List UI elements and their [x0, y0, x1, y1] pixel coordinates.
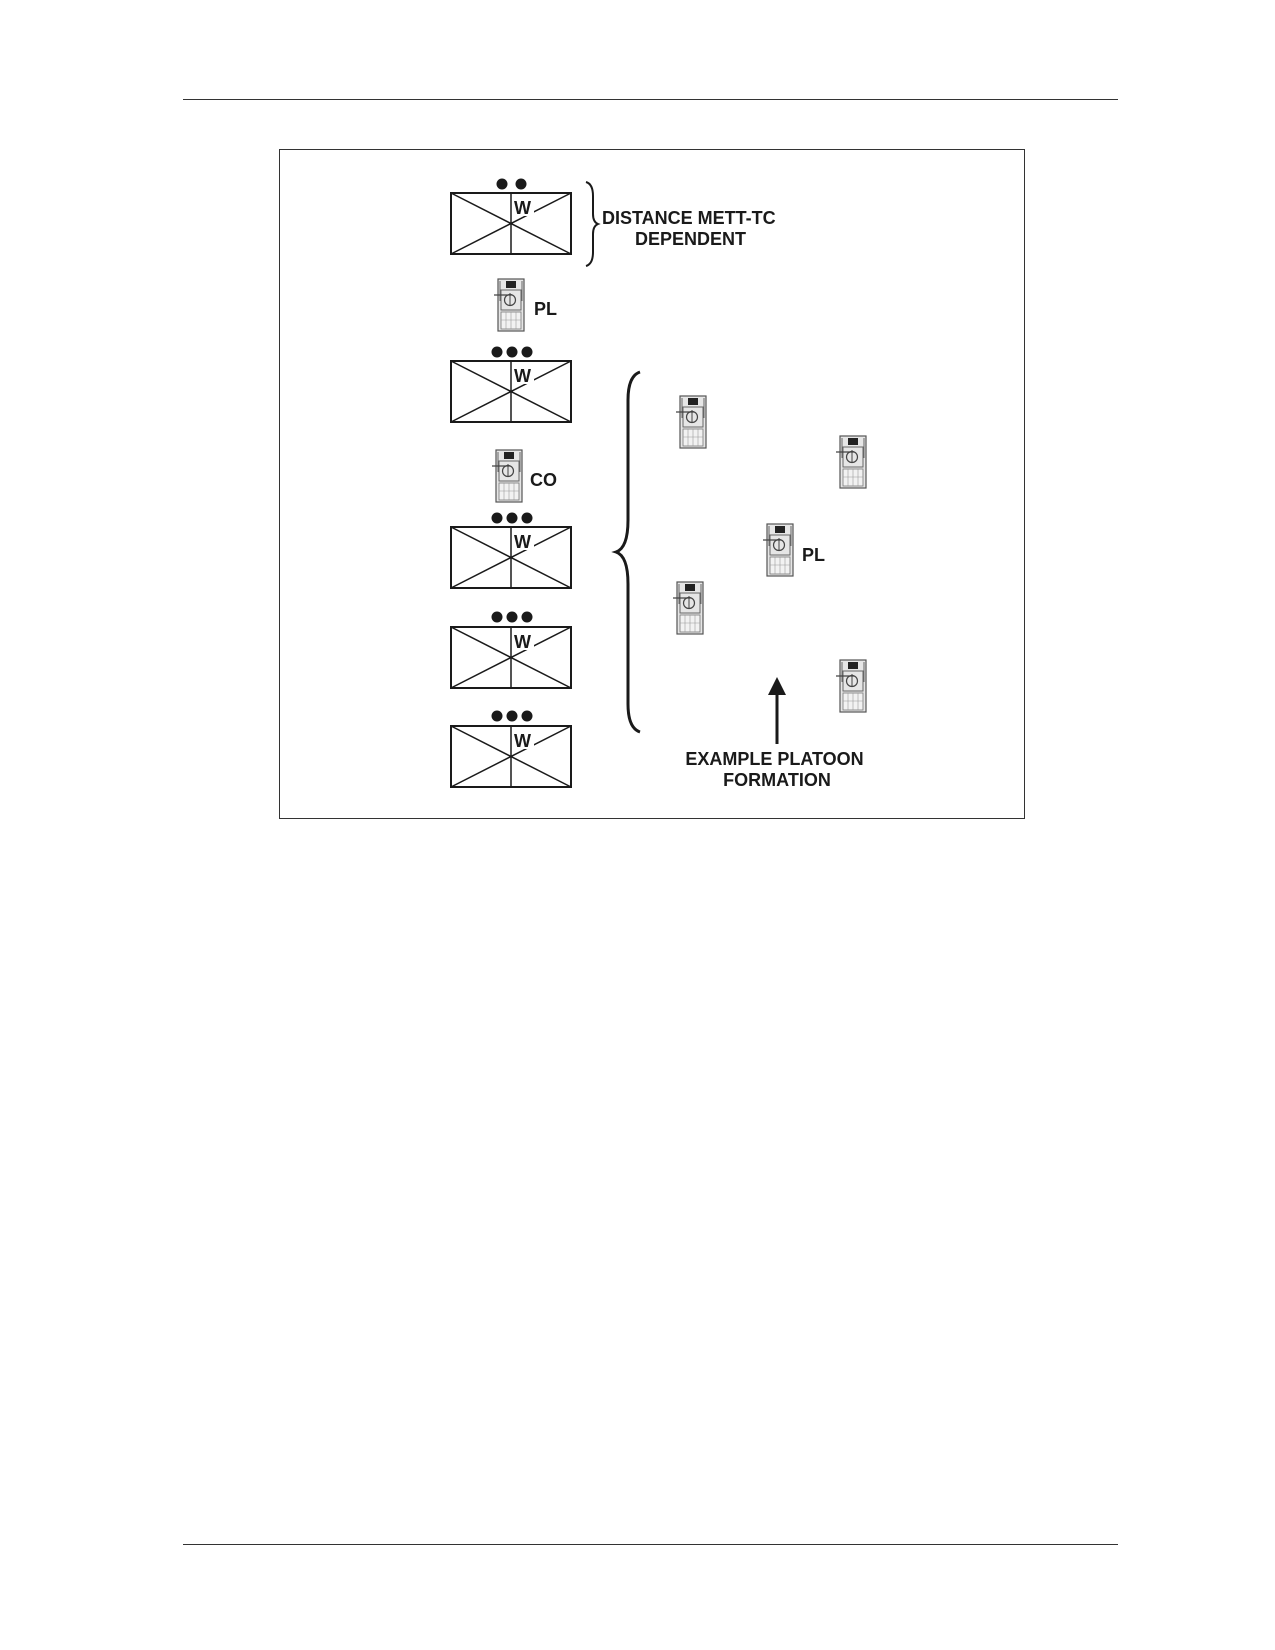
- armored-vehicle-icon: [672, 581, 704, 635]
- bottom-rule: [183, 1544, 1118, 1545]
- armored-vehicle-icon: [835, 435, 867, 489]
- unit-letter: W: [514, 532, 531, 552]
- unit-letter: W: [514, 198, 531, 218]
- armored-vehicle-icon: [491, 449, 523, 503]
- co-label: CO: [530, 470, 557, 490]
- distance-note: DISTANCE METT-TC DEPENDENT: [602, 208, 781, 249]
- unit-letter: W: [514, 366, 531, 386]
- size-indicator-dots: [496, 178, 527, 190]
- armored-vehicle-icon: [493, 278, 525, 332]
- size-indicator-dots: [491, 710, 533, 722]
- formation-caption: EXAMPLE PLATOON FORMATION: [685, 749, 868, 790]
- formation-brace: [611, 370, 641, 734]
- armored-vehicle-icon: [762, 523, 794, 577]
- unit-symbol: W: [450, 346, 572, 423]
- distance-brace: [585, 181, 601, 267]
- armored-vehicle-icon: [675, 395, 707, 449]
- size-indicator-dots: [491, 611, 533, 623]
- unit-symbol: W: [450, 512, 572, 589]
- unit-symbol: W: [450, 178, 572, 255]
- direction-arrow-icon: [768, 677, 786, 744]
- top-rule: [183, 99, 1118, 100]
- armored-vehicle-icon: [835, 659, 867, 713]
- pl-label: PL: [534, 299, 557, 319]
- unit-letter: W: [514, 731, 531, 751]
- size-indicator-dots: [491, 512, 533, 524]
- unit-symbol: W: [450, 710, 572, 788]
- figure-frame: [279, 149, 1025, 819]
- size-indicator-dots: [491, 346, 533, 358]
- unit-letter: W: [514, 632, 531, 652]
- unit-symbol: W: [450, 611, 572, 689]
- formation-pl-label: PL: [802, 545, 825, 565]
